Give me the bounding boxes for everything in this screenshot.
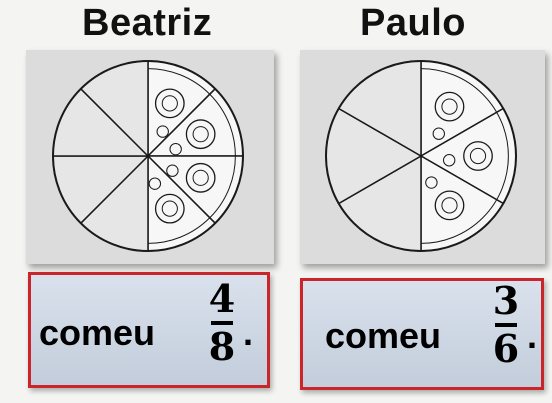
beatriz-caption-word: comeu	[39, 312, 155, 354]
beatriz-pizza-panel	[26, 50, 274, 264]
paulo-numerator: 3	[491, 281, 521, 321]
paulo-period: .	[527, 315, 537, 357]
paulo-denominator: 6	[491, 329, 521, 369]
beatriz-name: Beatriz	[82, 2, 212, 45]
beatriz-pizza-diagram	[26, 50, 274, 264]
beatriz-period: .	[243, 312, 253, 354]
beatriz-denominator: 8	[207, 327, 237, 367]
paulo-fraction: 3 6	[491, 281, 521, 369]
paulo-name: Paulo	[360, 2, 466, 45]
paulo-caption-word: comeu	[325, 315, 441, 357]
paulo-pizza-panel	[300, 50, 545, 264]
paulo-caption-box: comeu 3 6 .	[300, 278, 544, 390]
paulo-pizza-diagram	[300, 50, 545, 264]
beatriz-numerator: 4	[207, 279, 237, 319]
beatriz-caption-box: comeu 4 8 .	[28, 272, 270, 388]
beatriz-fraction: 4 8	[207, 279, 237, 367]
